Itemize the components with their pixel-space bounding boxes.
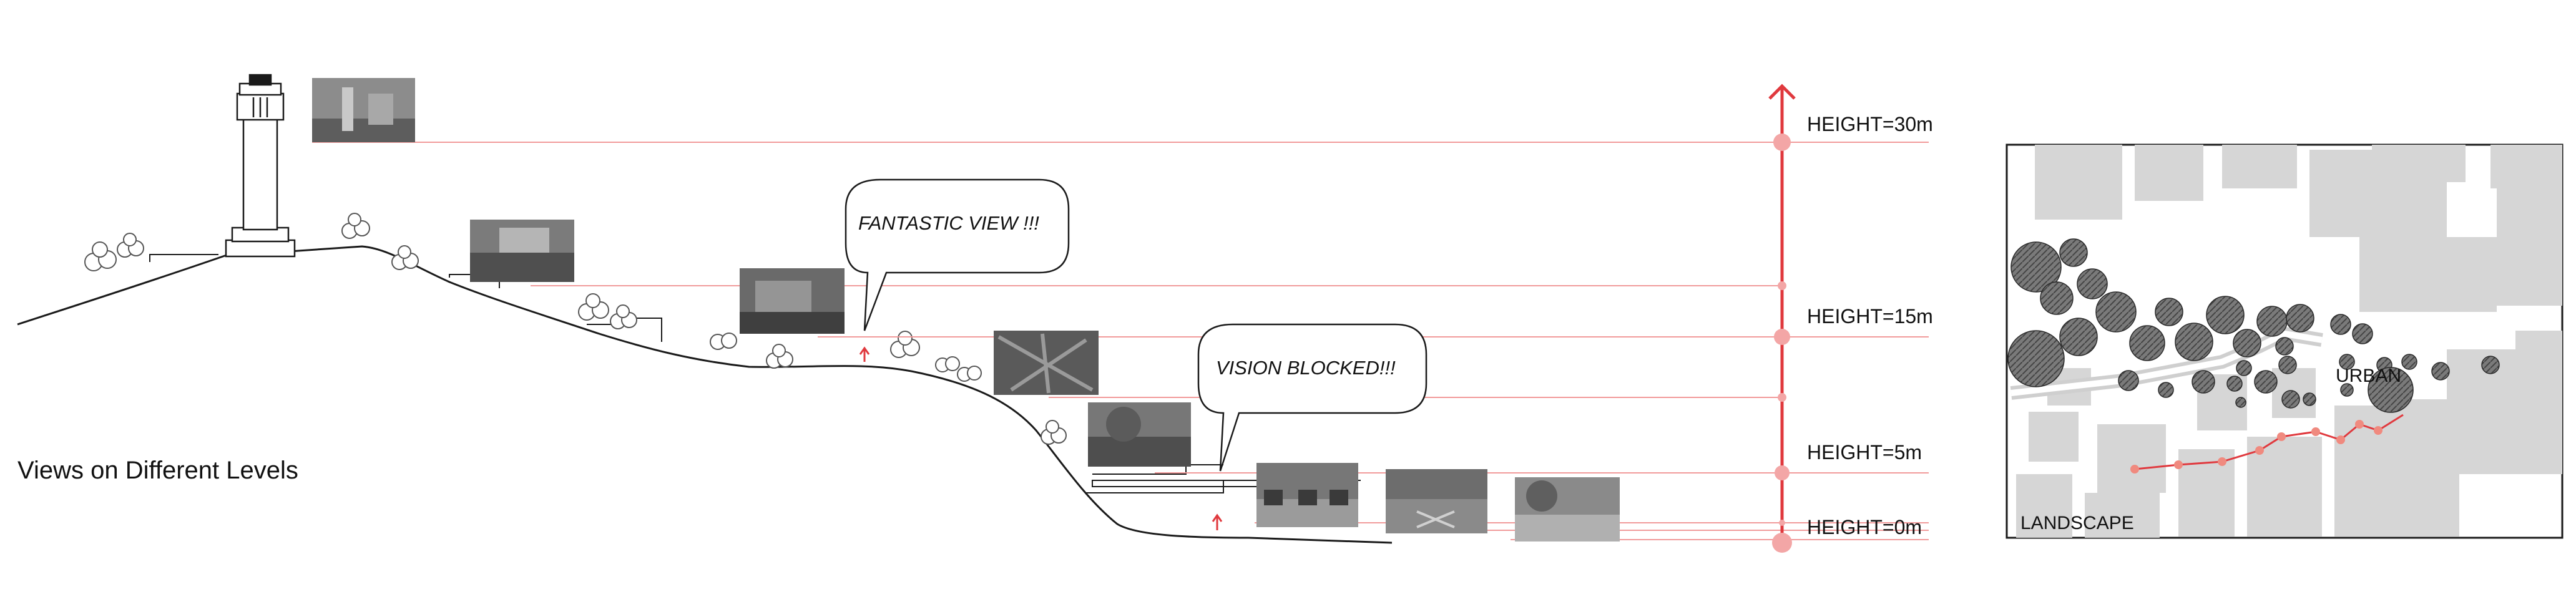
photo-street: [1515, 477, 1620, 542]
photo-garden: [740, 268, 845, 334]
photo-carpark: [1256, 463, 1358, 527]
photo-trees: [1088, 402, 1191, 467]
callout-blocked-text: VISION BLOCKED!!!: [1216, 357, 1396, 379]
height-label-30m: HEIGHT=30m: [1807, 113, 1933, 135]
plan-label-urban: URBAN: [2336, 366, 2401, 386]
photo-hilltop: [470, 220, 574, 282]
photo-30m: [312, 78, 415, 142]
section-title: Views on Different Levels: [17, 457, 298, 485]
terrain-section: [17, 246, 1392, 543]
site-plan: URBAN LANDSCAPE: [2007, 145, 2562, 538]
callout-vision-blocked: VISION BLOCKED!!!: [1198, 324, 1426, 471]
height-label-5m: HEIGHT=5m: [1807, 441, 1922, 464]
height-axis: [1770, 86, 1795, 553]
view-photos: [312, 78, 1620, 542]
callout-fantastic-text: FANTASTIC VIEW !!!: [858, 212, 1039, 234]
photo-parking: [1386, 469, 1487, 533]
height-labels: HEIGHT=30m HEIGHT=15m HEIGHT=5m HEIGHT=0…: [1807, 113, 1933, 538]
photo-canopy: [994, 331, 1099, 395]
tower-icon: [226, 75, 295, 256]
height-label-0m: HEIGHT=0m: [1807, 516, 1922, 538]
callout-fantastic-view: FANTASTIC VIEW !!!: [846, 180, 1069, 331]
ground-line: [17, 246, 1392, 543]
plan-label-landscape: LANDSCAPE: [2020, 513, 2134, 533]
height-label-15m: HEIGHT=15m: [1807, 305, 1933, 328]
